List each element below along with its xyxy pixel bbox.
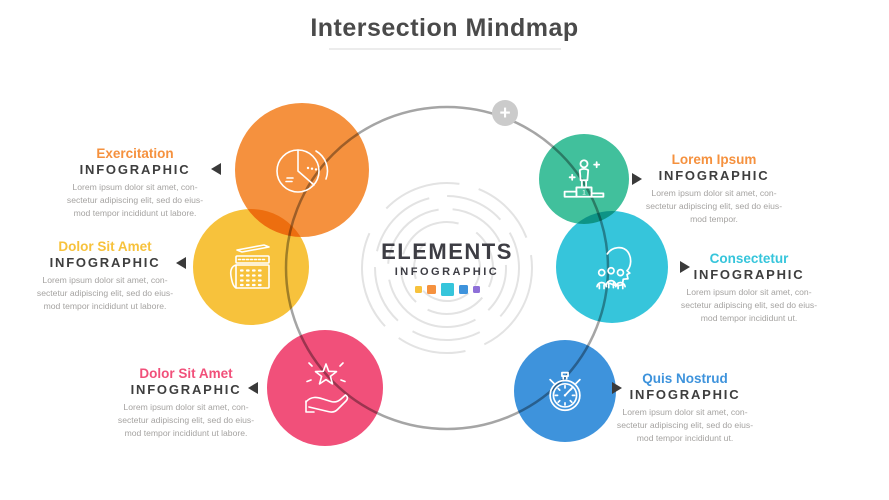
- item-subtitle: INFOGRAPHIC: [130, 382, 242, 397]
- node-circle-consectetur[interactable]: [556, 211, 668, 323]
- color-square-icon: [414, 286, 422, 293]
- color-square-icon: [426, 285, 436, 294]
- arrow-right-icon: [612, 382, 622, 394]
- page-title: Intersection Mindmap: [310, 14, 579, 42]
- item-subtitle: INFOGRAPHIC: [49, 255, 161, 270]
- arrow-left-icon: [211, 163, 221, 175]
- center-title: ELEMENTS: [381, 239, 513, 264]
- item-title: Exercitation: [96, 146, 174, 161]
- item-subtitle: INFOGRAPHIC: [629, 387, 741, 402]
- item-body: Lorem ipsum dolor sit amet, con- sectetu…: [616, 407, 754, 443]
- item-subtitle: INFOGRAPHIC: [693, 267, 805, 282]
- node-circle-dolor-sit-amet-bottom[interactable]: [267, 330, 383, 446]
- color-square-icon: [440, 283, 454, 296]
- item-lorem-ipsum: Lorem Ipsum INFOGRAPHIC Lorem ipsum dolo…: [629, 152, 799, 226]
- item-body: Lorem ipsum dolor sit amet, con- sectetu…: [36, 275, 174, 311]
- item-subtitle: INFOGRAPHIC: [658, 168, 770, 183]
- arrow-left-icon: [248, 382, 258, 394]
- arrow-right-icon: [632, 173, 642, 185]
- arrow-left-icon: [176, 257, 186, 269]
- arrow-right-icon: [680, 261, 690, 273]
- item-quis-nostrud: Quis Nostrud INFOGRAPHIC Lorem ipsum dol…: [600, 371, 770, 445]
- center-color-squares: [346, 283, 548, 296]
- center-label: ELEMENTS INFOGRAPHIC: [346, 239, 548, 296]
- item-body: Lorem ipsum dolor sit amet, con- sectetu…: [645, 188, 783, 224]
- item-title: Lorem Ipsum: [671, 152, 757, 167]
- item-body: Lorem ipsum dolor sit amet, con- sectetu…: [66, 182, 204, 218]
- color-square-icon: [472, 286, 480, 293]
- item-title: Dolor Sit Amet: [58, 239, 152, 254]
- node-circle-dolor-sit-amet-top[interactable]: [193, 209, 309, 325]
- center-subtitle: INFOGRAPHIC: [394, 266, 500, 278]
- item-dolor-sit-amet-top: Dolor Sit Amet INFOGRAPHIC Lorem ipsum d…: [20, 239, 190, 313]
- item-consectetur: Consectetur INFOGRAPHIC Lorem ipsum dolo…: [664, 251, 834, 325]
- item-exercitation: Exercitation INFOGRAPHIC Lorem ipsum dol…: [50, 146, 220, 220]
- plus-icon[interactable]: +: [492, 100, 518, 126]
- title-underline: [329, 48, 561, 50]
- item-title: Quis Nostrud: [642, 371, 728, 386]
- item-dolor-sit-amet-bottom: Dolor Sit Amet INFOGRAPHIC Lorem ipsum d…: [101, 366, 271, 440]
- color-square-icon: [458, 285, 468, 294]
- item-body: Lorem ipsum dolor sit amet, con- sectetu…: [680, 287, 818, 323]
- item-title: Dolor Sit Amet: [139, 366, 233, 381]
- item-subtitle: INFOGRAPHIC: [79, 162, 191, 177]
- item-title: Consectetur: [709, 251, 789, 266]
- item-body: Lorem ipsum dolor sit amet, con- sectetu…: [117, 402, 255, 438]
